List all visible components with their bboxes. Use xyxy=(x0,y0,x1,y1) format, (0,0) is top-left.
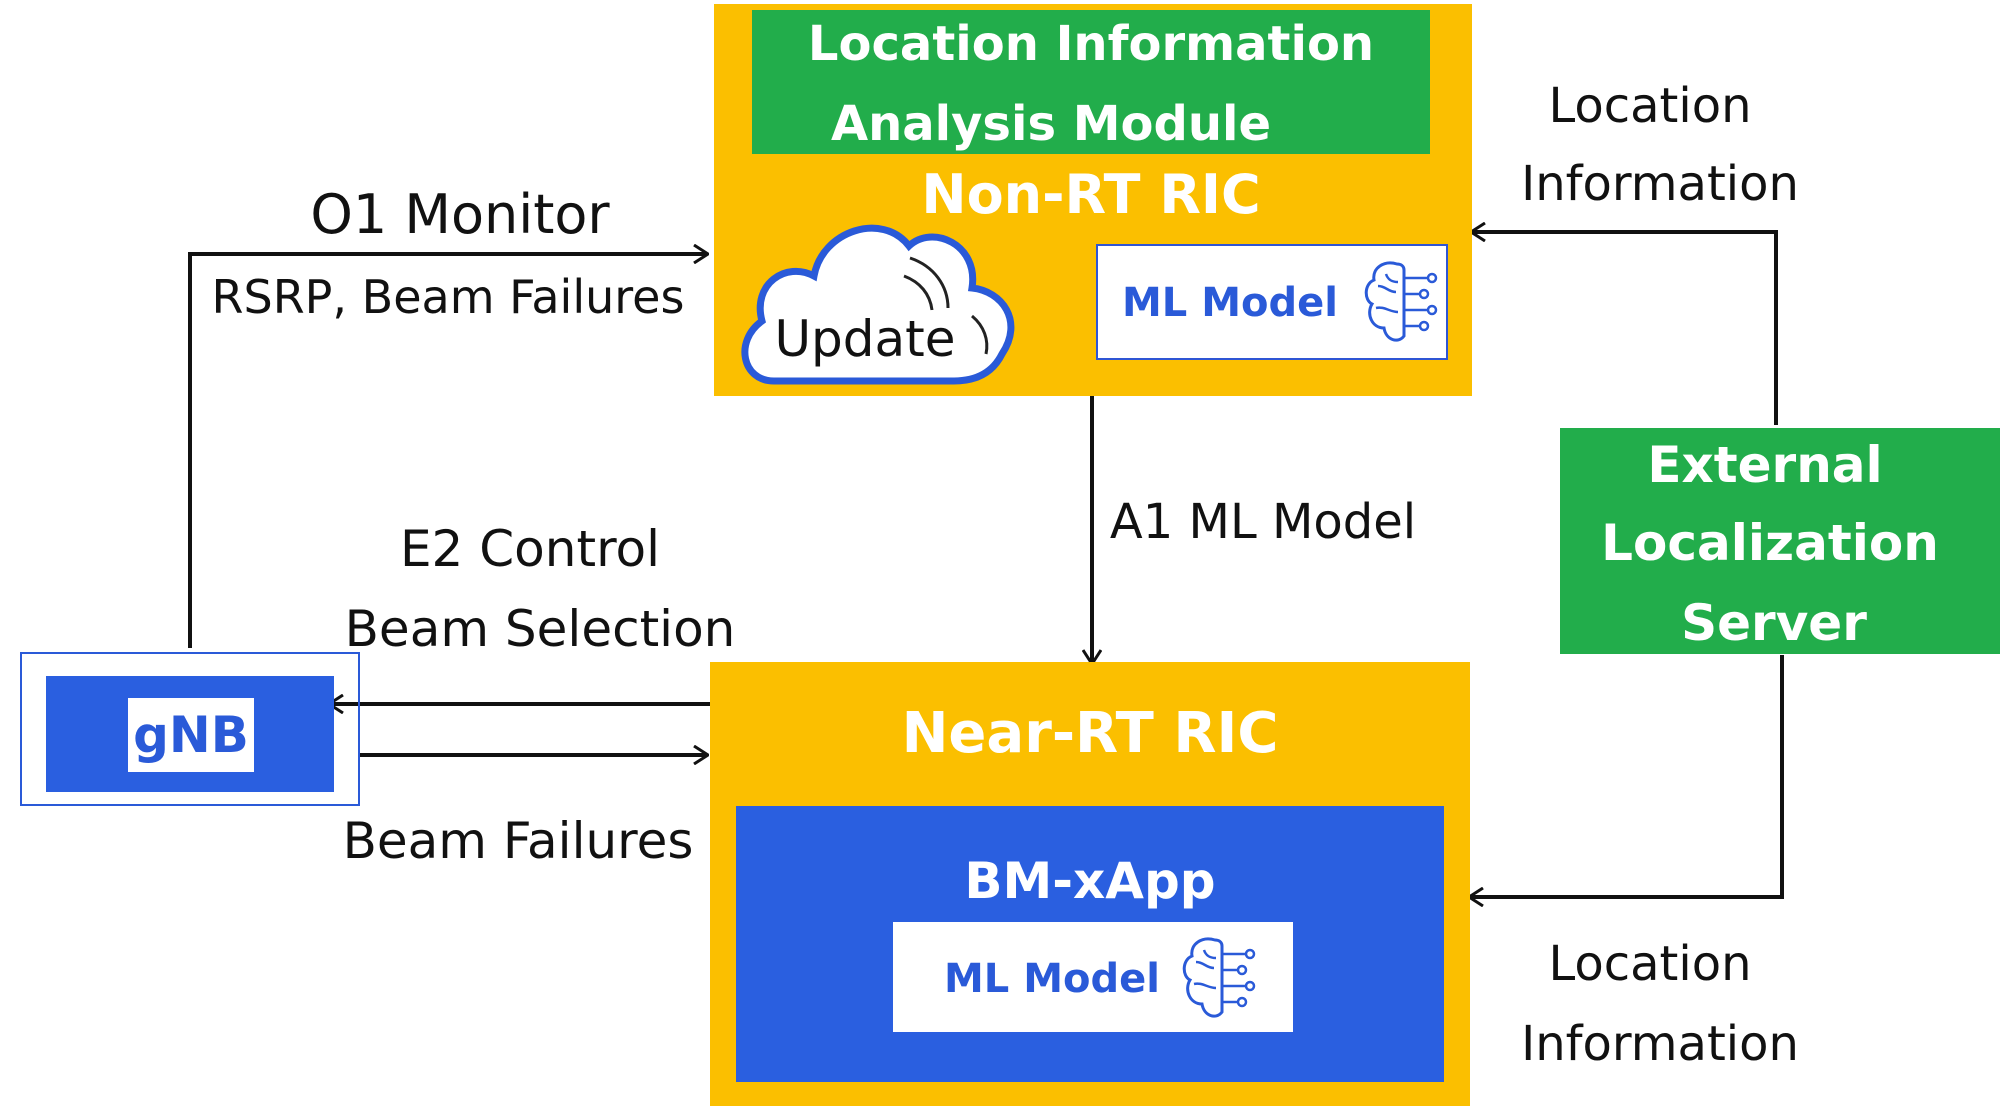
e2-payload-label: Beam Selection xyxy=(344,600,736,658)
external-localization-server xyxy=(1560,428,2000,654)
non-rt-ml-model-label: ML Model xyxy=(1122,280,1338,326)
location-bottom-line1: Location xyxy=(1548,936,1752,992)
server-line1: External xyxy=(1647,436,1883,494)
near-rt-ric-title: Near-RT RIC xyxy=(901,701,1279,766)
near-rt-ml-model xyxy=(893,922,1293,1032)
a1-ml-model-label: A1 ML Model xyxy=(1109,494,1417,550)
brain-circuit-icon xyxy=(1182,937,1256,1018)
o1-monitor-arrow xyxy=(188,254,707,648)
gnb-label-box xyxy=(128,698,254,772)
o1-monitor-label: O1 Monitor xyxy=(310,183,610,246)
location-analysis-module xyxy=(752,10,1430,154)
e2-control-label: E2 Control xyxy=(399,520,661,578)
update-cloud-icon xyxy=(741,224,1015,385)
location-top-arrow xyxy=(1472,232,1778,425)
location-top-line2: Information xyxy=(1521,156,1799,212)
location-top-line1: Location xyxy=(1548,78,1752,134)
gnb-outline xyxy=(20,652,360,806)
server-line3: Server xyxy=(1681,594,1867,652)
location-bottom-arrow xyxy=(1470,655,1784,897)
module-title-line1: Location Information xyxy=(807,16,1375,72)
location-bottom-line2: Information xyxy=(1521,1016,1799,1072)
server-line2: Localization xyxy=(1601,514,1939,572)
non-rt-ric-title: Non-RT RIC xyxy=(921,163,1261,226)
module-title-line2: Analysis Module xyxy=(830,96,1272,152)
bm-xapp-title: BM-xApp xyxy=(964,852,1216,910)
gnb-label: gNB xyxy=(133,706,249,764)
update-label: Update xyxy=(774,310,956,368)
o1-payload-label: RSRP, Beam Failures xyxy=(211,270,685,324)
beam-failures-label: Beam Failures xyxy=(342,812,694,870)
brain-circuit-icon xyxy=(1364,261,1438,342)
near-rt-ml-model-label: ML Model xyxy=(944,956,1160,1002)
